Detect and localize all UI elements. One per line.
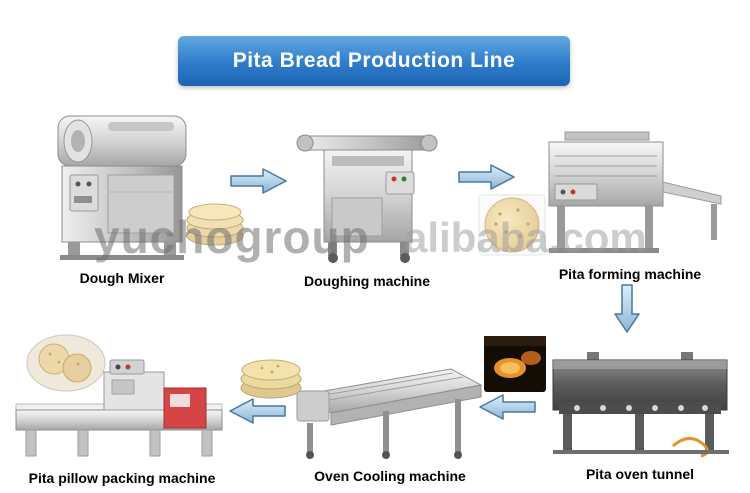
machine-oven-cooling: Oven Cooling machine	[295, 355, 485, 484]
pita-pillow-packing-machine-image	[15, 359, 223, 457]
oven-cooling-machine-image	[296, 368, 483, 459]
pita-flatbread-image	[478, 194, 546, 256]
machine-pita-forming: Pita forming machine	[535, 128, 725, 282]
machine-label-doughing: Doughing machine	[304, 273, 430, 289]
machine-label-pita-forming: Pita forming machine	[558, 266, 702, 282]
machine-label-pillow-packing: Pita pillow packing machine	[28, 470, 216, 486]
title-banner: Pita Bread Production Line	[178, 36, 570, 86]
arrow-left-icon	[229, 398, 286, 424]
arrow-left-icon	[479, 394, 536, 420]
packed-pitas-image	[26, 334, 106, 392]
machine-pita-oven-tunnel: Pita oven tunnel	[545, 348, 735, 482]
doughing-machine-image	[296, 134, 438, 263]
machine-label-pita-oven-tunnel: Pita oven tunnel	[585, 466, 695, 482]
dough-mixer-image	[57, 115, 187, 260]
pita-forming-machine-image	[548, 131, 722, 253]
machine-dough-mixer: Dough Mixer	[52, 102, 192, 286]
arrow-down-icon	[614, 284, 640, 333]
machine-doughing: Doughing machine	[292, 110, 442, 289]
arrow-right-icon	[458, 164, 515, 190]
pita-stack-image	[186, 203, 244, 246]
arrow-right-icon	[230, 168, 287, 194]
machine-label-dough-mixer: Dough Mixer	[79, 270, 165, 286]
machine-label-oven-cooling: Oven Cooling machine	[314, 468, 466, 484]
machine-pillow-packing: Pita pillow packing machine	[12, 352, 232, 486]
page-title: Pita Bread Production Line	[232, 49, 516, 72]
pita-oven-tunnel-image	[552, 352, 729, 458]
oven-baking-glow-image	[484, 336, 546, 392]
tortilla-stack-image	[240, 359, 302, 399]
